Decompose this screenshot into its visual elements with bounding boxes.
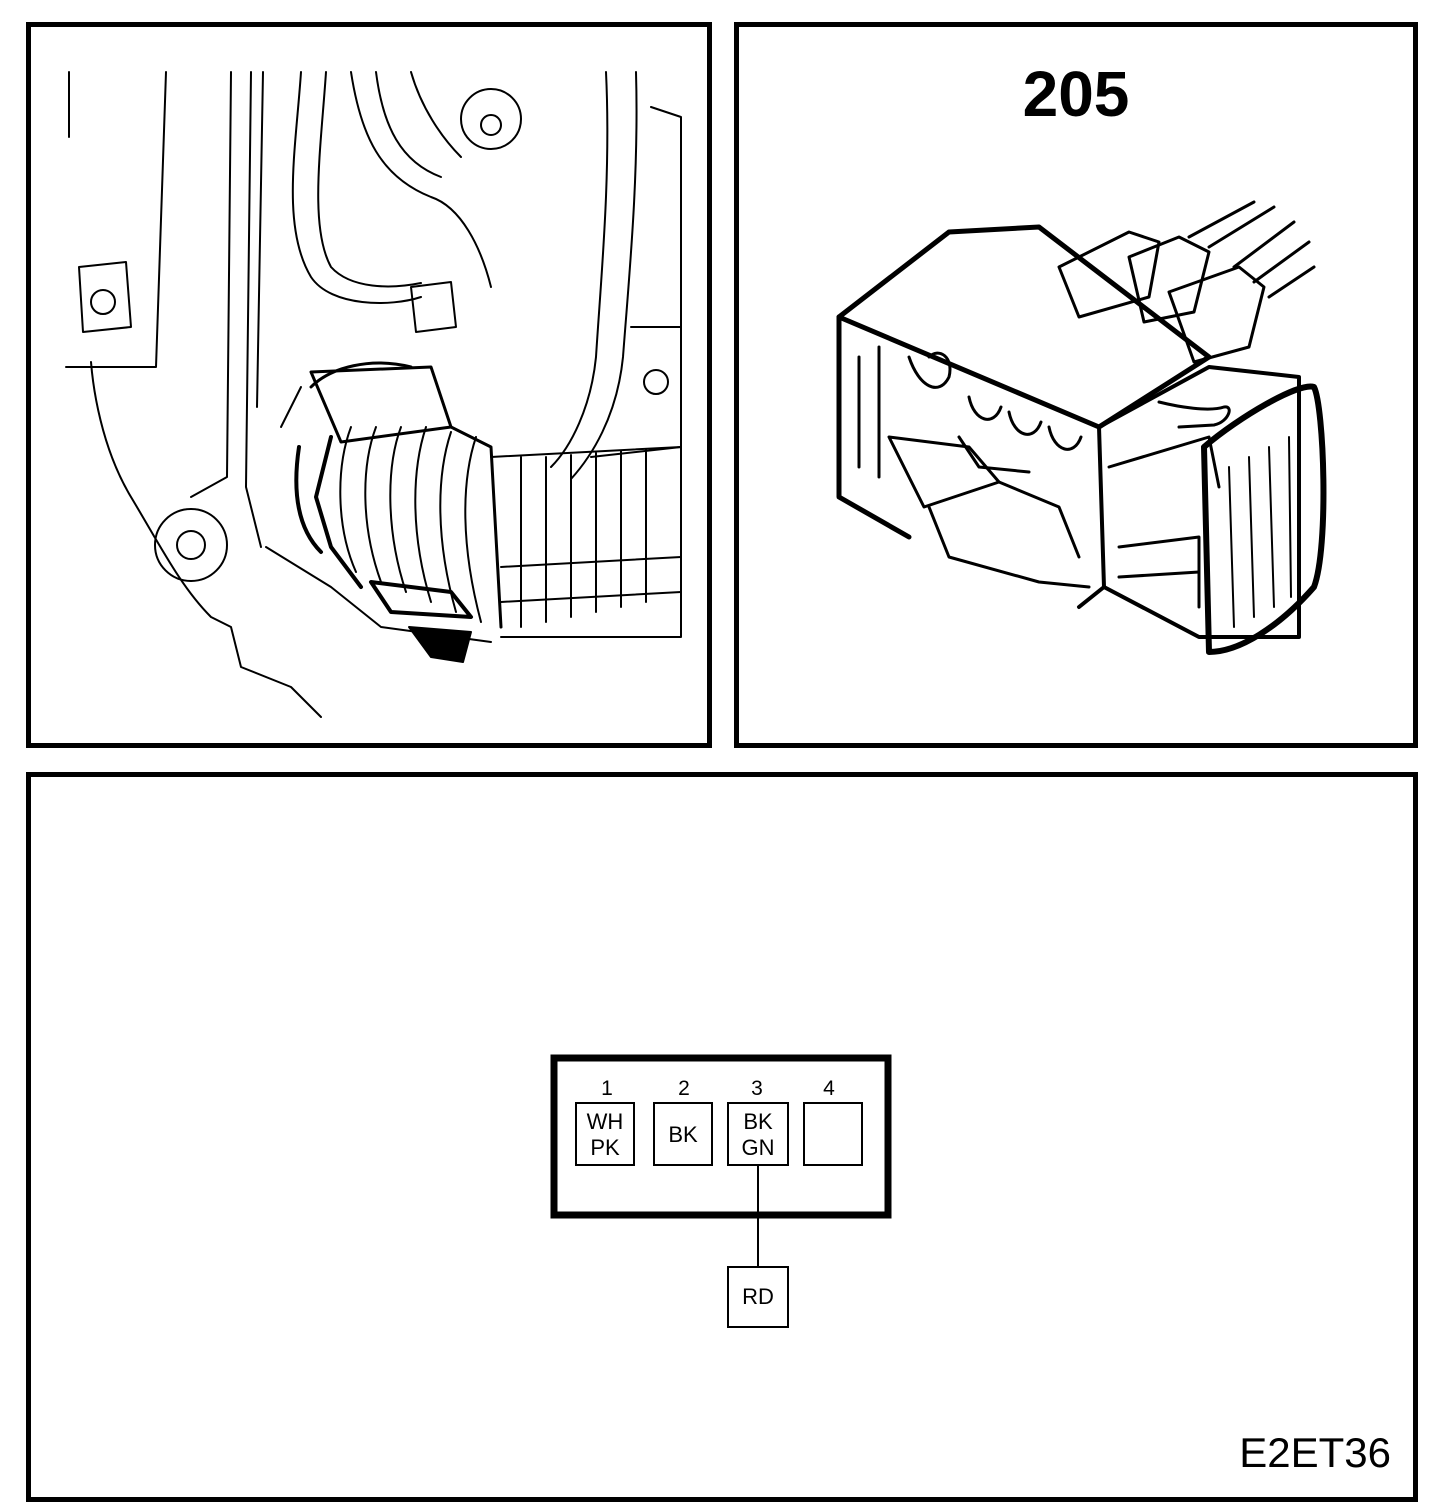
pin-3-wire-color-2: GN — [742, 1135, 775, 1160]
pin-2-wire-color-1: BK — [668, 1122, 698, 1147]
connector-outline — [550, 1054, 892, 1219]
pin-3-wire-color-1: BK — [743, 1109, 773, 1134]
pin-4-cavity — [803, 1102, 863, 1166]
pin-2-cavity — [653, 1102, 713, 1166]
branch-splice: RD — [727, 1266, 789, 1328]
pin-4-number: 4 — [823, 1077, 835, 1100]
pin-3: 3 BK GN — [727, 1077, 789, 1166]
location-view-panel — [26, 22, 712, 748]
pin-2-number: 2 — [678, 1077, 690, 1100]
pin-2: 2 BK — [653, 1077, 713, 1166]
connector-view-panel: 205 — [734, 22, 1418, 748]
engine-bay-drawing — [65, 71, 682, 718]
figure-code: E2ET36 — [1239, 1429, 1391, 1476]
pinout-diagram: 1 WH PK 2 BK 3 BK GN 4 RD — [550, 1054, 892, 1328]
pin-3-cavity — [727, 1102, 789, 1166]
pin-4: 4 — [803, 1077, 863, 1166]
pin-1-wire-color-2: PK — [590, 1135, 620, 1160]
pin-1-number: 1 — [601, 1077, 613, 1100]
branch-splice-box — [727, 1266, 789, 1328]
pin-1-cavity — [575, 1102, 635, 1166]
branch-wire-color: RD — [742, 1284, 774, 1309]
pinout-panel: 1 WH PK 2 BK 3 BK GN 4 RD E2ET36 — [26, 772, 1418, 1502]
connector-drawing — [836, 200, 1327, 655]
pin-3-number: 3 — [751, 1077, 763, 1100]
pin-1-wire-color-1: WH — [587, 1109, 624, 1134]
pin-1: 1 WH PK — [575, 1077, 635, 1166]
connector-number: 205 — [1022, 58, 1130, 130]
